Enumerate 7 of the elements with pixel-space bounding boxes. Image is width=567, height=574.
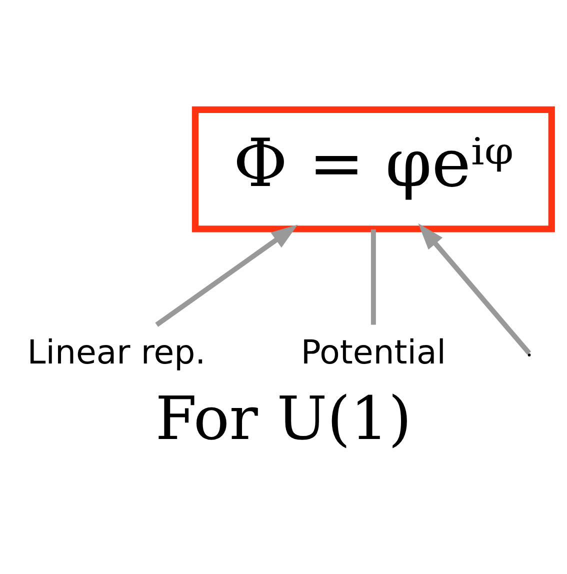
connector (370, 229, 376, 325)
node-text: Potential (300, 332, 446, 372)
arrow (418, 223, 532, 355)
node-box: Φ = φeⁱᵠ (192, 106, 555, 232)
caption: For U(1) (155, 385, 412, 454)
arrow (155, 224, 298, 327)
node-text: Linear rep. (27, 332, 206, 372)
